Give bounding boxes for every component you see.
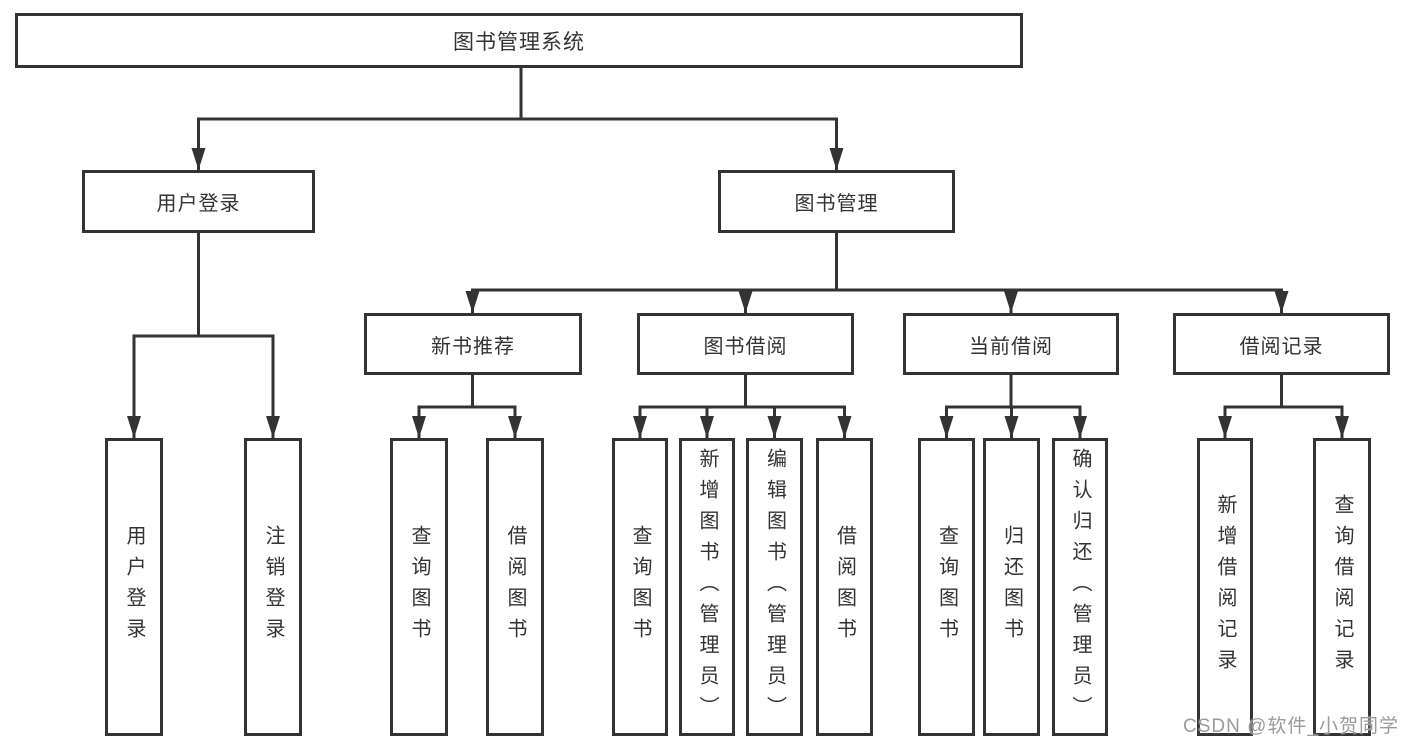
leaf-add-borrow-record: 新增借阅记录 <box>1197 438 1253 736</box>
leaf-query-books-current: 查询图书 <box>918 438 975 736</box>
node-label: 新增图书（管理员） <box>696 447 718 727</box>
node-label: 用户登录 <box>123 525 145 649</box>
tree-edges <box>132 67 1344 438</box>
node-current-borrow: 当前借阅 <box>903 313 1119 375</box>
node-label: 确认归还（管理员） <box>1069 447 1091 727</box>
node-label: 借阅记录 <box>1239 335 1324 358</box>
node-root-system: 图书管理系统 <box>15 13 1023 68</box>
leaf-return-books: 归还图书 <box>983 438 1040 736</box>
node-label: 注销登录 <box>262 525 284 649</box>
node-label: 查询借阅记录 <box>1331 494 1353 680</box>
node-label: 新增借阅记录 <box>1214 494 1236 680</box>
node-label: 借阅图书 <box>833 525 856 649</box>
node-new-book-recommend: 新书推荐 <box>364 313 582 375</box>
leaf-borrow-books: 借阅图书 <box>816 438 873 736</box>
node-book-management: 图书管理 <box>718 170 955 233</box>
node-label: 新书推荐 <box>431 335 515 358</box>
node-label: 归还图书 <box>1000 525 1023 649</box>
node-label: 图书借阅 <box>703 335 788 358</box>
node-label: 图书管理系统 <box>453 30 585 54</box>
node-borrow-records: 借阅记录 <box>1173 313 1390 375</box>
leaf-query-borrow-record: 查询借阅记录 <box>1313 438 1371 736</box>
leaf-query-books-borrow: 查询图书 <box>612 438 668 736</box>
node-label: 图书管理 <box>794 193 879 215</box>
leaf-user-login: 用户登录 <box>105 438 163 736</box>
csdn-watermark: CSDN @软件_小贺同学 <box>1183 716 1399 737</box>
leaf-add-books-admin: 新增图书（管理员） <box>679 438 735 736</box>
node-label: 借阅图书 <box>504 525 526 649</box>
leaf-edit-books-admin: 编辑图书（管理员） <box>746 438 803 736</box>
node-user-login: 用户登录 <box>82 170 315 233</box>
node-book-borrow: 图书借阅 <box>637 313 854 375</box>
node-label: 查询图书 <box>935 525 958 649</box>
arrowheads <box>127 148 1349 438</box>
node-label: 当前借阅 <box>969 335 1053 358</box>
node-label: 编辑图书（管理员） <box>763 447 786 727</box>
leaf-logout-login: 注销登录 <box>244 438 302 736</box>
node-label: 查询图书 <box>629 525 651 649</box>
leaf-borrow-books-recommend: 借阅图书 <box>486 438 544 736</box>
leaf-confirm-return-admin: 确认归还（管理员） <box>1052 438 1108 736</box>
node-label: 查询图书 <box>408 525 430 649</box>
node-label: 用户登录 <box>156 193 241 215</box>
leaf-query-books-recommend: 查询图书 <box>390 438 448 736</box>
